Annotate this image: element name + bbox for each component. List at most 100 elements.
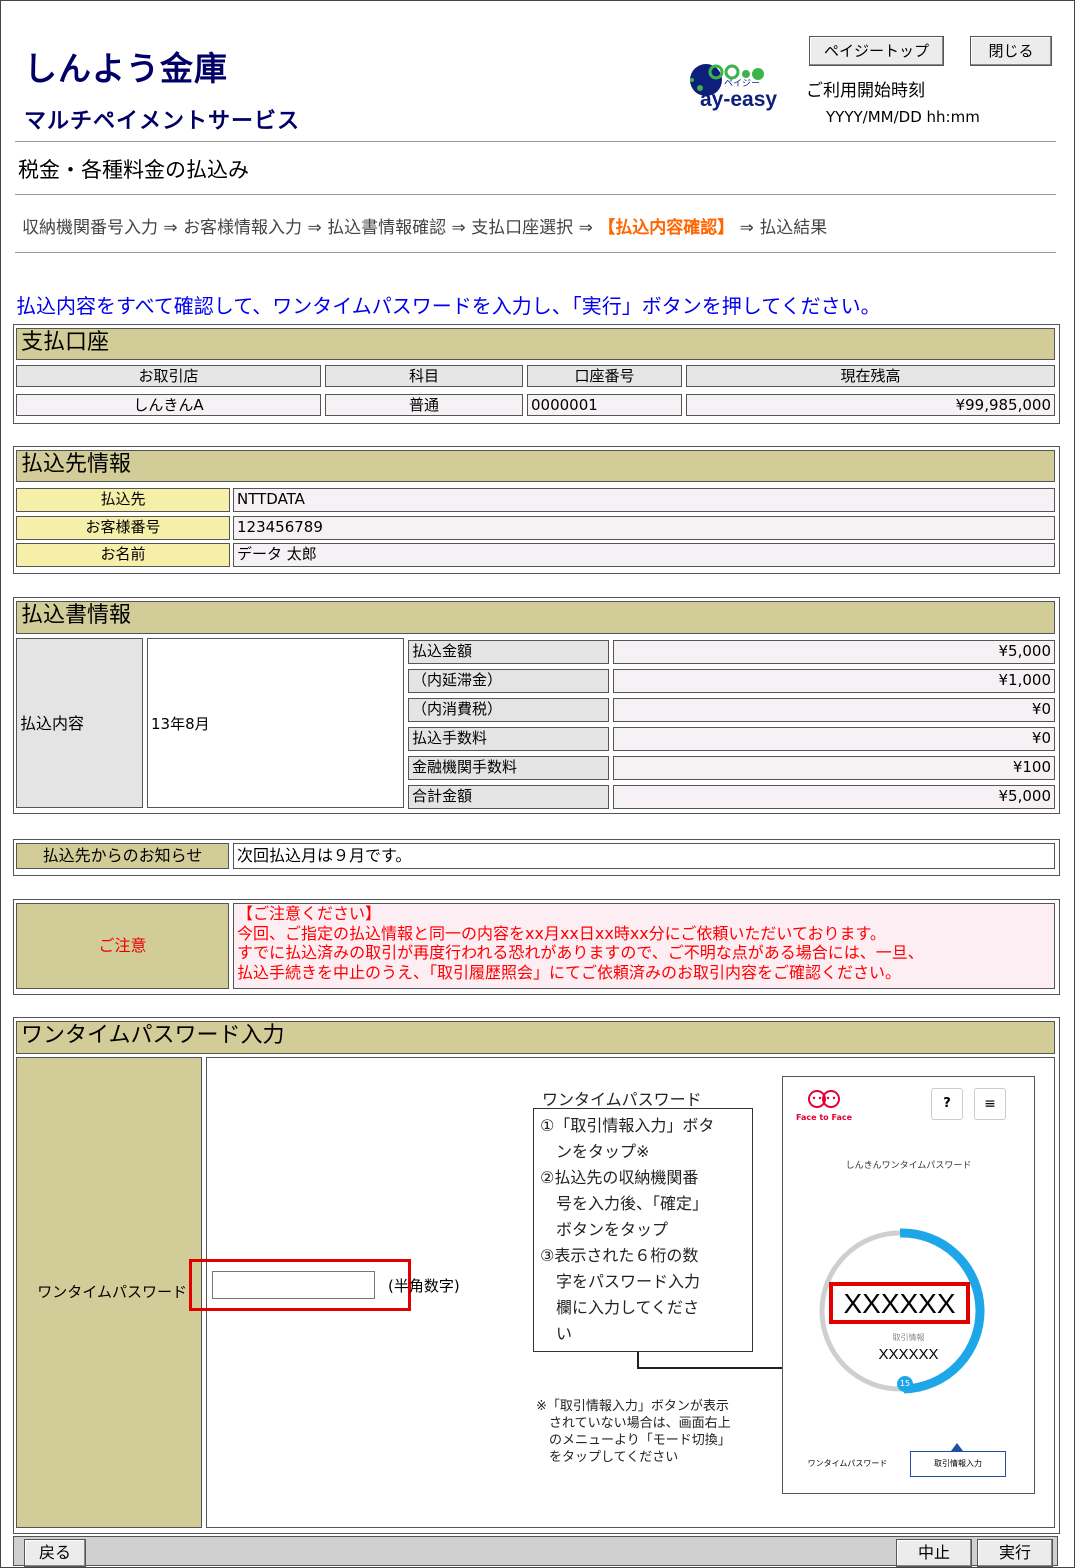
step-arrow: ⇒ (578, 218, 593, 238)
otp-guide-title: ワンタイムパスワード (542, 1090, 702, 1109)
step-5-current: 【払込内容確認】 (598, 218, 735, 238)
step-4: 支払口座選択 (471, 218, 574, 238)
instruction-text: 払込内容をすべて確認して、ワンタイムパスワードを入力し、「実行」ボタンを押してく… (16, 294, 881, 318)
step-arrow: ⇒ (163, 218, 178, 238)
guide-line: ①「取引情報入力」ボタ (540, 1116, 715, 1135)
help-icon[interactable]: ? (931, 1088, 963, 1120)
payeasy-logo-text: ay-easy (700, 88, 778, 111)
bill-row-value: ¥100 (613, 756, 1055, 780)
otp-guide-box: ①「取引情報入力」ボタ ンをタップ※ ②払込先の収納機関番 号を入力後、「確定」… (533, 1108, 753, 1352)
back-button[interactable]: 戻る (24, 1539, 86, 1567)
bill-row-label: （内延滞金） (408, 669, 609, 693)
guide-line: 欄に入力してくださ (540, 1298, 700, 1317)
payeasy-top-button[interactable]: ペイジートップ (809, 36, 944, 66)
guide-line: ③表示された６桁の数 (540, 1246, 699, 1265)
step-breadcrumb: 収納機関番号入力 ⇒ お客様情報入力 ⇒ 払込書情報確認 ⇒ 支払口座選択 ⇒ … (22, 213, 827, 238)
account-section (13, 324, 1060, 424)
account-number: 0000001 (527, 394, 682, 416)
bill-row-value: ¥5,000 (613, 640, 1055, 664)
footnote-line: されていない場合は、画面右上 (536, 1416, 731, 1431)
page-title: 税金・各種料金の払込み (18, 158, 249, 182)
divider (15, 141, 1056, 142)
otp-footnote: ※「取引情報入力」ボタンが表示 されていない場合は、画面右上 のメニューより「モ… (536, 1398, 731, 1466)
bill-row-label: 払込金額 (408, 640, 609, 664)
bill-content-value: 13年8月 (147, 638, 404, 808)
menu-icon[interactable]: ≡ (974, 1088, 1006, 1120)
service-name: マルチペイメントサービス (24, 109, 301, 134)
step-arrow: ⇒ (451, 218, 466, 238)
guide-line: ②払込先の収納機関番 (540, 1168, 699, 1187)
customer-number-value: 123456789 (233, 516, 1055, 540)
guide-line: 字をパスワード入力 (540, 1272, 701, 1291)
face-to-face-brand: Face to Face (796, 1113, 853, 1122)
payee-section-title: 払込先情報 (16, 450, 1055, 482)
start-time-label: ご利用開始時刻 (806, 81, 925, 101)
execute-button[interactable]: 実行 (977, 1539, 1053, 1567)
step-3: 払込書情報確認 (327, 218, 447, 238)
bill-row-value: ¥0 (613, 698, 1055, 722)
otp-input-highlight (189, 1259, 411, 1311)
guide-line: 号を入力後、「確定」 (540, 1194, 709, 1213)
caution-line: 払込手続きを中止のうえ、「取引履歴照会」にてご依頼済みのお取引内容をご確認くださ… (237, 962, 902, 982)
customer-number-label: お客様番号 (16, 516, 230, 540)
tab-pointer-icon (951, 1443, 963, 1451)
customer-name-label: お名前 (16, 543, 230, 567)
footnote-line: をタップしてください (536, 1450, 679, 1465)
face-to-face-logo-icon (808, 1090, 840, 1108)
bill-row-label: 払込手数料 (408, 727, 609, 751)
step-2: お客様情報入力 (183, 218, 303, 238)
bill-content-label: 払込内容 (16, 638, 143, 808)
bill-section-title: 払込書情報 (16, 601, 1055, 634)
payee-label: 払込先 (16, 488, 230, 512)
otp-input[interactable] (212, 1271, 375, 1299)
otp-label: ワンタイムパスワード (16, 1057, 202, 1528)
account-header-balance: 現在残高 (686, 365, 1055, 387)
payeasy-logo (688, 50, 784, 125)
account-header-type: 科目 (325, 365, 523, 387)
bank-name: しんよう金庫 (24, 49, 228, 88)
bill-section (13, 597, 1060, 814)
guide-line: ボタンをタップ (540, 1220, 669, 1239)
step-arrow: ⇒ (307, 218, 322, 238)
otp-sub-code: XXXXXX (878, 1346, 939, 1363)
step-1: 収納機関番号入力 (22, 218, 158, 238)
account-type: 普通 (325, 394, 523, 416)
bill-row-value: ¥0 (613, 727, 1055, 751)
otp-section-title: ワンタイムパスワード入力 (16, 1021, 1055, 1054)
bill-row-label: （内消費税） (408, 698, 609, 722)
cancel-button[interactable]: 中止 (896, 1539, 972, 1567)
caution-message: 【ご注意ください】 今回、ご指定の払込情報と同一の内容をxx月xx日xx時xx分… (233, 903, 1055, 989)
account-header-branch: お取引店 (16, 365, 321, 387)
caution-line: すでに払込済みの取引が再度行われる恐れがありますので、ご不明な点がある場合には、… (237, 943, 924, 962)
otp-code-display: XXXXXX (829, 1282, 970, 1324)
phone-app-title: しんきんワンタイムパスワード (845, 1161, 972, 1171)
otp-section (13, 1017, 1060, 1534)
guide-line: ンをタップ※ (540, 1142, 650, 1161)
payee-value: NTTDATA (233, 488, 1055, 512)
bill-row-label: 合計金額 (408, 785, 609, 809)
footnote-line: ※「取引情報入力」ボタンが表示 (536, 1399, 729, 1414)
bill-row-value: ¥1,000 (613, 669, 1055, 693)
account-balance: ¥99,985,000 (686, 394, 1055, 416)
caution-section (13, 899, 1060, 995)
footer-bar (13, 1536, 1058, 1566)
notice-value: 次回払込月は９月です。 (233, 843, 1055, 869)
guide-line: い (540, 1324, 573, 1343)
close-button[interactable]: 閉じる (970, 36, 1052, 66)
otp-input-hint: (半角数字) (388, 1277, 460, 1295)
account-section-title: 支払口座 (16, 328, 1055, 360)
notice-section (13, 839, 1060, 876)
caution-line: 今回、ご指定の払込情報と同一の内容をxx月xx日xx時xx分にご依頼いただいてお… (237, 923, 886, 943)
start-time-value: YYYY/MM/DD hh:mm (826, 108, 980, 126)
payeasy-logo-small: ペイジー (724, 79, 761, 89)
otp-sub-label: 取引情報 (892, 1333, 925, 1342)
divider (15, 194, 1056, 195)
step-arrow: ⇒ (739, 218, 754, 238)
bill-row-value: ¥5,000 (613, 785, 1055, 809)
account-header-number: 口座番号 (527, 365, 682, 387)
phone-tab-transaction[interactable]: 取引情報入力 (910, 1451, 1006, 1477)
caution-line: 【ご注意ください】 (237, 904, 382, 923)
bill-row-label: 金融機関手数料 (408, 756, 609, 780)
phone-tab-otp[interactable]: ワンタイムパスワード (807, 1459, 888, 1468)
customer-name-value: データ 太郎 (233, 543, 1055, 567)
